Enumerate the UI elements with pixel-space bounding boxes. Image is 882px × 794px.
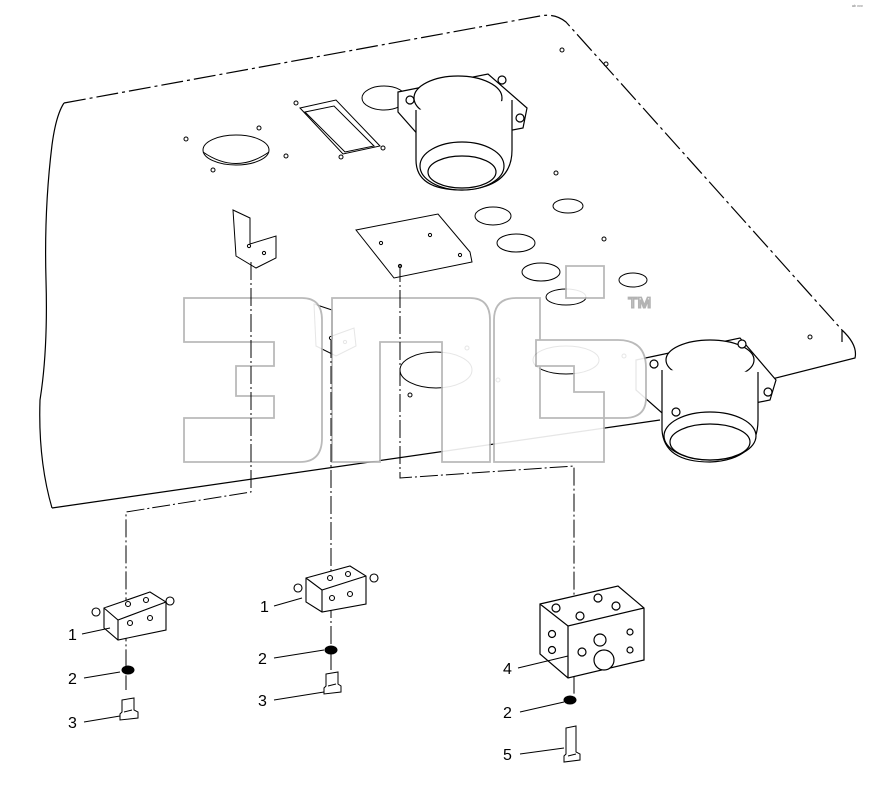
hole-right-2 — [552, 198, 584, 214]
bolt-mid — [323, 671, 342, 695]
plate-left-edge — [39, 102, 65, 509]
callout-2-right: 2 — [503, 705, 512, 722]
large-hole-left — [202, 134, 270, 166]
hydraulic-motor-top — [397, 73, 528, 191]
callout-leaders — [81, 597, 569, 755]
callout-2-mid: 2 — [258, 651, 267, 668]
plate-right-edge — [759, 329, 857, 383]
bolt-long-right — [563, 725, 581, 763]
hole-right-4 — [521, 262, 561, 282]
callout-1-mid: 1 — [260, 599, 269, 616]
valve-block-right — [539, 585, 645, 679]
o-ring-right — [563, 695, 577, 705]
valve-block-left — [91, 591, 175, 641]
callout-4-right: 4 — [503, 661, 512, 678]
bolt-left — [119, 697, 139, 721]
corner-mark: ᵃᵇ ᵒᵒᵒ — [852, 4, 863, 10]
o-ring-mid — [324, 645, 338, 655]
o-ring-left — [121, 665, 135, 675]
bracket-mid — [355, 213, 473, 279]
watermark-trademark: ™ — [626, 292, 653, 322]
callout-1-left: 1 — [68, 627, 77, 644]
hole-right-1 — [474, 206, 512, 226]
hole-right-5 — [618, 272, 648, 288]
watermark — [183, 265, 647, 463]
plate-top-edge — [63, 14, 843, 331]
callout-3-left: 3 — [68, 715, 77, 732]
valve-block-mid — [293, 565, 379, 613]
hole-right-3 — [496, 233, 536, 253]
callout-2-left: 2 — [68, 671, 77, 688]
hydraulic-motor-bottom — [635, 337, 777, 463]
callout-5-right: 5 — [503, 747, 512, 764]
callout-3-mid: 3 — [258, 693, 267, 710]
access-cover — [299, 99, 386, 160]
bracket-left — [232, 209, 277, 269]
